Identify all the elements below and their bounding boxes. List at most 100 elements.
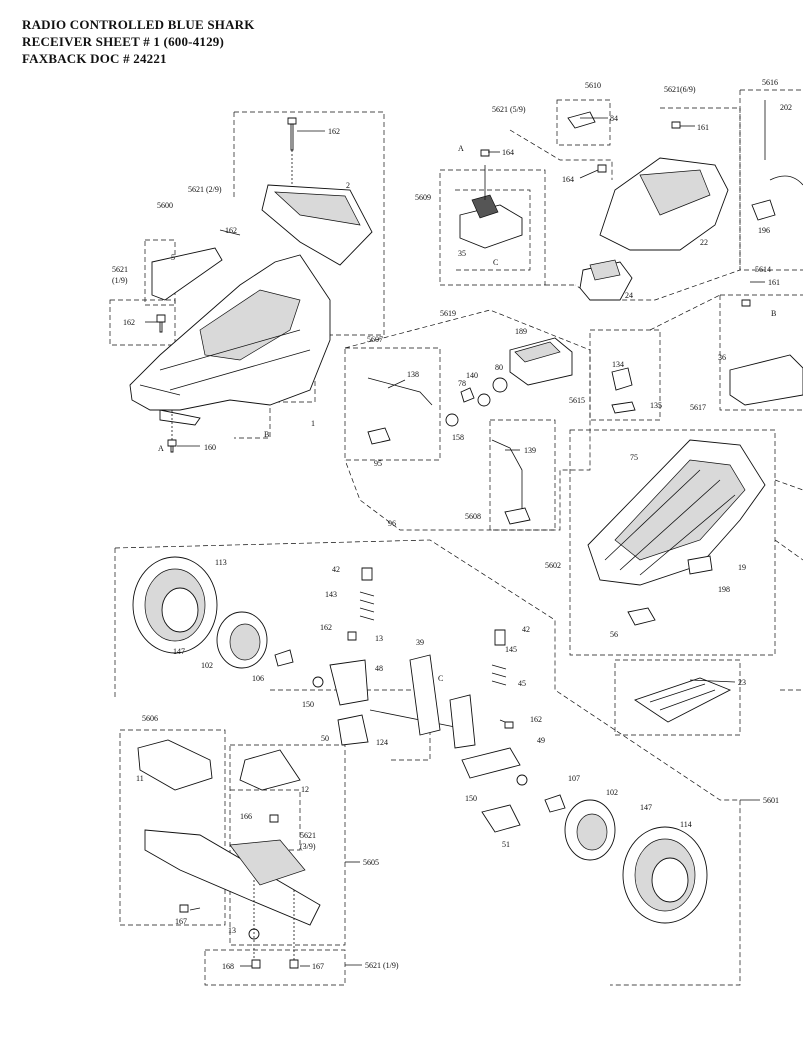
receiver-parts	[459, 100, 803, 406]
label-147a: 147	[173, 647, 185, 656]
screw-162-left	[156, 314, 166, 333]
label-5602: 5602	[545, 561, 561, 570]
group-5608-box	[489, 419, 556, 531]
label-56: 56	[610, 630, 618, 639]
label-106: 106	[252, 674, 264, 683]
label-24: 24	[625, 291, 633, 300]
cap-part-42-right	[494, 629, 506, 646]
bumper-parts	[137, 739, 321, 969]
label-80: 80	[495, 363, 503, 372]
label-95: 95	[374, 459, 382, 468]
label-164b: 164	[562, 175, 574, 184]
label-48: 48	[375, 664, 383, 673]
knuckle-part-48	[329, 659, 369, 706]
front-bumper-part	[144, 829, 321, 926]
label-158: 158	[452, 433, 464, 442]
leader-23	[689, 679, 736, 683]
label-164a: 164	[502, 148, 514, 157]
label-C2: C	[438, 674, 443, 683]
label-168: 168	[222, 962, 234, 971]
chassis-parts	[587, 439, 766, 723]
label-5621-1-9b: 5621 (1/9)	[365, 961, 399, 970]
bracket-part-39	[409, 654, 441, 736]
leader-162b	[219, 229, 241, 236]
label-12: 12	[301, 785, 309, 794]
label-102b: 102	[606, 788, 618, 797]
label-3-9: (3/9)	[300, 842, 316, 851]
label-138: 138	[407, 370, 419, 379]
group-boundaries	[109, 89, 803, 986]
washer-part-140	[477, 393, 491, 407]
label-102a: 102	[201, 661, 213, 670]
label-13b: 13	[228, 926, 236, 935]
rod-part-139	[491, 439, 523, 510]
wheel-102-right-rim	[576, 813, 608, 851]
group-23-box	[614, 659, 741, 736]
bracket-part-12	[239, 749, 301, 791]
label-22: 22	[700, 238, 708, 247]
label-36: 36	[718, 353, 726, 362]
label-160: 160	[204, 443, 216, 452]
label-45: 45	[518, 679, 526, 688]
screw-166	[269, 814, 279, 823]
group-5602-box	[569, 429, 776, 656]
label-198: 198	[718, 585, 730, 594]
screw-168	[251, 959, 261, 969]
group-5619-outline	[344, 309, 591, 531]
label-B2: B	[771, 309, 776, 318]
group-5610-box	[556, 99, 611, 146]
gear-part-80	[492, 377, 508, 393]
label-5609: 5609	[415, 193, 431, 202]
label-166: 166	[240, 812, 252, 821]
label-5616: 5616	[762, 78, 778, 87]
wheel-102-left-rim	[229, 623, 261, 661]
screw-164-b	[597, 164, 607, 173]
label-124: 124	[376, 738, 388, 747]
bracket-24-face	[589, 259, 621, 281]
label-5621-6-9: 5621(6/9)	[664, 85, 696, 94]
label-1: 1	[311, 419, 315, 428]
label-113: 113	[215, 558, 227, 567]
label-B1: B	[264, 430, 269, 439]
label-139: 139	[524, 446, 536, 455]
group-right-edge-links	[774, 479, 803, 691]
label-5614: 5614	[755, 265, 771, 274]
label-13a: 13	[375, 634, 383, 643]
label-A1: A	[158, 444, 164, 453]
rod-part-138	[367, 377, 433, 406]
label-150b: 150	[465, 794, 477, 803]
clip-part-78	[460, 387, 475, 403]
motor-top	[514, 341, 561, 363]
switch-part-134	[611, 367, 633, 391]
label-162e: 162	[530, 715, 542, 724]
group-5600-box	[144, 239, 176, 306]
label-5610: 5610	[585, 81, 601, 90]
chassis-floor	[614, 459, 746, 561]
group-5615-box	[589, 329, 661, 421]
label-135: 135	[650, 401, 662, 410]
leader-164b	[579, 169, 599, 179]
front-suspension-parts	[132, 556, 708, 924]
body-front-lip	[159, 409, 201, 426]
body-parts	[129, 117, 373, 453]
part-107	[544, 794, 566, 813]
bushing-part-150-right	[516, 774, 528, 786]
label-5619: 5619	[440, 309, 456, 318]
motor-parts	[367, 337, 636, 525]
label-50: 50	[321, 734, 329, 743]
label-162a: 162	[328, 127, 340, 136]
connector-part-196	[751, 199, 776, 221]
label-75: 75	[630, 453, 638, 462]
label-11: 11	[136, 774, 144, 783]
label-5601: 5601	[763, 796, 779, 805]
arm-part-51	[481, 804, 521, 833]
header-faxback-doc: FAXBACK DOC # 24221	[22, 51, 167, 66]
label-5: 5	[171, 253, 175, 262]
label-5608: 5608	[465, 512, 481, 521]
label-5621-5-9: 5621 (5/9)	[492, 105, 526, 114]
spring-part-143-left	[359, 591, 375, 621]
group-5616-outline	[739, 90, 803, 271]
clip-part-84	[567, 111, 596, 129]
